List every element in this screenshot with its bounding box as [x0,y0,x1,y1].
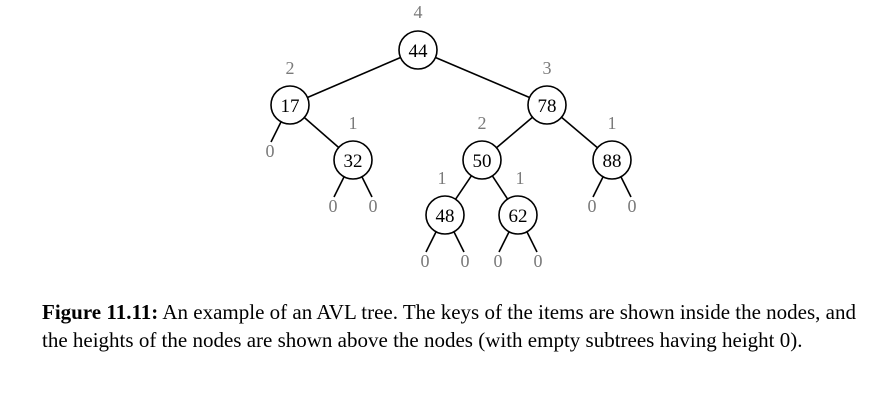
tree-edge-n78-n88 [560,116,599,149]
tree-node-78: 78 3 [527,58,567,125]
node-circle [333,140,373,180]
empty-subtree-height: 0 [588,196,597,216]
tree-node-32: 32 1 [333,113,373,180]
empty-subtree-height: 0 [461,251,470,271]
empty-subtree-edge [453,231,465,253]
tree-edge-n17-n32 [303,116,340,149]
node-key: 32 [344,151,363,172]
node-height: 2 [286,58,295,78]
caption-text: An example of an AVL tree. The keys of t… [42,300,856,352]
node-height: 3 [543,58,552,78]
tree-node-50: 50 2 [462,113,502,180]
empty-subtree-edge [592,176,604,198]
node-key: 50 [473,151,492,172]
node-circle [462,140,502,180]
tree-node-88: 88 1 [592,113,632,180]
empty-subtree-height: 0 [421,251,430,271]
node-height: 1 [516,168,525,188]
tree-node-44: 444 [398,2,438,70]
empty-subtree-height: 0 [329,196,338,216]
node-circle [425,195,465,235]
tree-node-48: 48 1 [425,168,465,235]
node-height: 1 [438,168,447,188]
empty-subtree-height: 0 [494,251,503,271]
empty-subtree-edge [620,176,632,198]
empty-subtree-edge [526,231,538,253]
node-circle [270,85,310,125]
figure-caption: Figure 11.11: An example of an AVL tree.… [42,298,862,354]
node-circle [527,85,567,125]
empty-subtree-edge [333,176,345,198]
node-key: 78 [538,96,557,117]
empty-subtree-height: 0 [628,196,637,216]
node-height: 1 [608,113,617,133]
tree-edge-n44-n78 [435,56,530,99]
node-key: 88 [603,151,622,172]
node-key: 62 [509,206,528,227]
node-key: 44 [409,41,429,62]
node-circle [398,30,438,70]
tree-edge-n78-n50 [495,116,534,149]
tree-edge-n50-n62 [491,175,509,200]
node-circle [592,140,632,180]
empty-subtree-edge [361,176,373,198]
empty-subtree-height: 0 [369,196,378,216]
tree-node-62: 62 1 [498,168,538,235]
empty-subtree-height: 0 [534,251,543,271]
tree-edge-n50-n48 [454,175,473,200]
node-circle [498,195,538,235]
node-height: 4 [414,2,423,22]
node-height: 1 [349,113,358,133]
empty-subtree-edge [498,231,510,253]
node-key: 17 [281,96,300,117]
empty-subtree-edge [270,121,282,143]
tree-node-17: 17 2 [270,58,310,125]
node-key: 48 [436,206,455,227]
empty-subtree-edge [425,231,437,253]
node-height: 2 [478,113,487,133]
empty-subtree-height: 0 [266,141,275,161]
tree-edge-n44-n17 [307,56,401,99]
caption-label: Figure 11.11: [42,300,159,324]
